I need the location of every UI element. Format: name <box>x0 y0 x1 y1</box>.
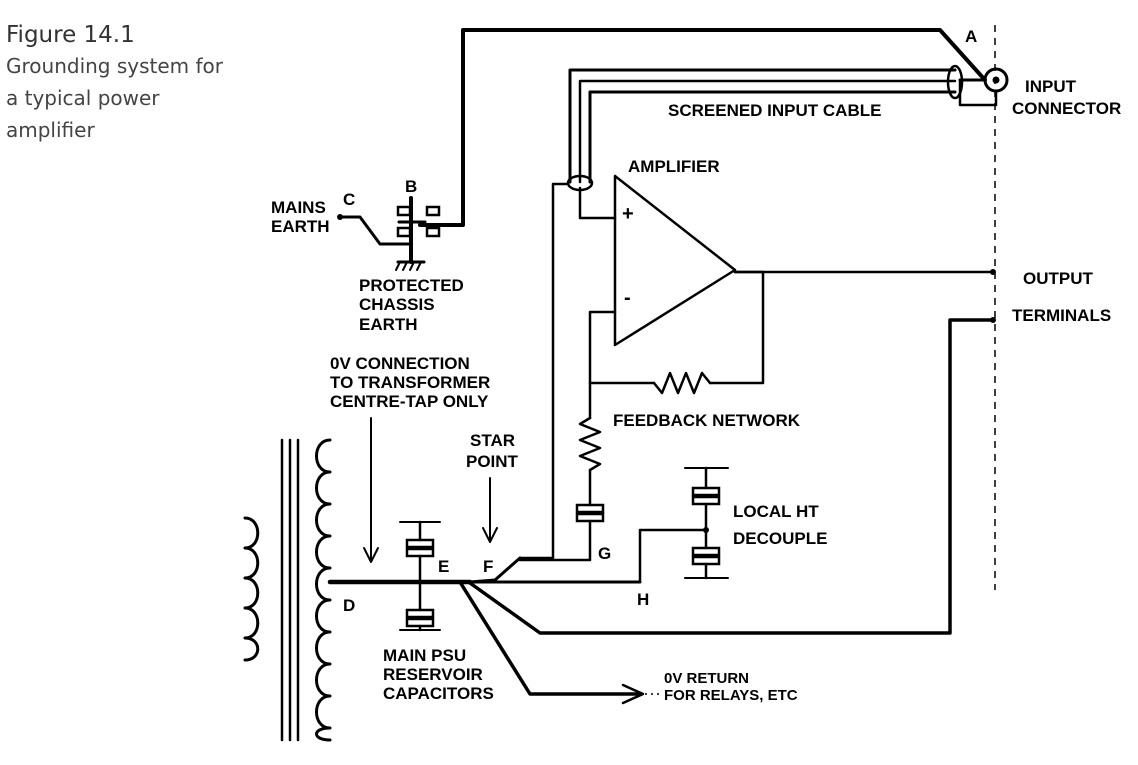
label-point-d: D <box>343 596 355 615</box>
mains-earth-dot <box>337 214 343 220</box>
non-inverting-input-wire <box>578 186 617 220</box>
feedback-return-wire <box>708 270 765 385</box>
label-point-c: C <box>343 190 355 209</box>
feedback-node-wire <box>588 310 656 385</box>
figure-description-line: a typical power <box>6 86 160 110</box>
label-terminals: TERMINALS <box>1012 306 1111 325</box>
label-main-psu-reservoir: MAIN PSU RESERVOIR CAPACITORS <box>383 646 494 703</box>
figure-description-line: amplifier <box>6 118 95 142</box>
shunt-resistor <box>578 416 602 472</box>
screened-input-cable <box>566 64 964 192</box>
label-output: OUTPUT <box>1023 269 1094 288</box>
label-zero-v-return: 0V RETURN FOR RELAYS, ETC <box>664 670 798 704</box>
label-input-connector: INPUT CONNECTOR <box>1012 77 1121 118</box>
label-star-point: STAR POINT <box>466 431 520 471</box>
figure-description: Grounding system for a typical power amp… <box>6 50 246 146</box>
figure-caption: Figure 14.1 Grounding system for a typic… <box>6 20 246 146</box>
output-return-wire <box>468 318 995 635</box>
figure-description-line: Grounding system for <box>6 54 224 78</box>
relay-return-arrowhead <box>621 683 645 705</box>
transformer-core <box>280 438 300 742</box>
shunt-capacitor <box>575 503 605 523</box>
label-amplifier: AMPLIFIER <box>628 157 720 176</box>
label-screened-input-cable: SCREENED INPUT CABLE <box>668 101 881 120</box>
local-decouple-capacitors <box>684 466 729 580</box>
label-local-ht-decouple: LOCAL HT DECOUPLE <box>733 502 827 548</box>
chassis-earth-symbol <box>395 196 441 271</box>
label-feedback-network: FEEDBACK NETWORK <box>613 411 801 430</box>
star-point-arrow <box>482 477 498 543</box>
label-minus: - <box>624 287 631 309</box>
transformer-primary <box>243 516 260 662</box>
label-protected-chassis-earth: PROTECTED CHASSIS EARTH <box>359 276 469 334</box>
reservoir-capacitors <box>399 520 441 632</box>
label-point-a: A <box>965 27 977 46</box>
input-connector-symbol <box>958 67 1009 107</box>
label-point-g: G <box>598 544 611 563</box>
label-point-b: B <box>405 177 417 196</box>
amplifier-symbol <box>613 174 737 347</box>
earth-wire <box>418 28 987 227</box>
shunt-ground-wire <box>518 519 592 562</box>
mains-earth-wire <box>338 215 413 246</box>
label-point-h: H <box>637 590 649 609</box>
signal-ground-wire <box>518 182 570 560</box>
label-mains-earth: MAINS EARTH <box>271 198 331 236</box>
relay-return-wire <box>458 580 642 696</box>
star-point-wire <box>468 556 522 584</box>
feedback-resistor <box>652 371 712 395</box>
figure-number: Figure 14.1 <box>6 22 135 48</box>
label-zero-v-connection: 0V CONNECTION TO TRANSFORMER CENTRE-TAP … <box>330 354 495 411</box>
label-point-e: E <box>438 557 449 576</box>
label-point-f: F <box>483 557 493 576</box>
transformer-secondary <box>315 438 332 742</box>
label-plus: + <box>622 203 634 225</box>
decouple-wire <box>638 528 708 584</box>
zero-v-connection-arrow <box>363 417 379 563</box>
